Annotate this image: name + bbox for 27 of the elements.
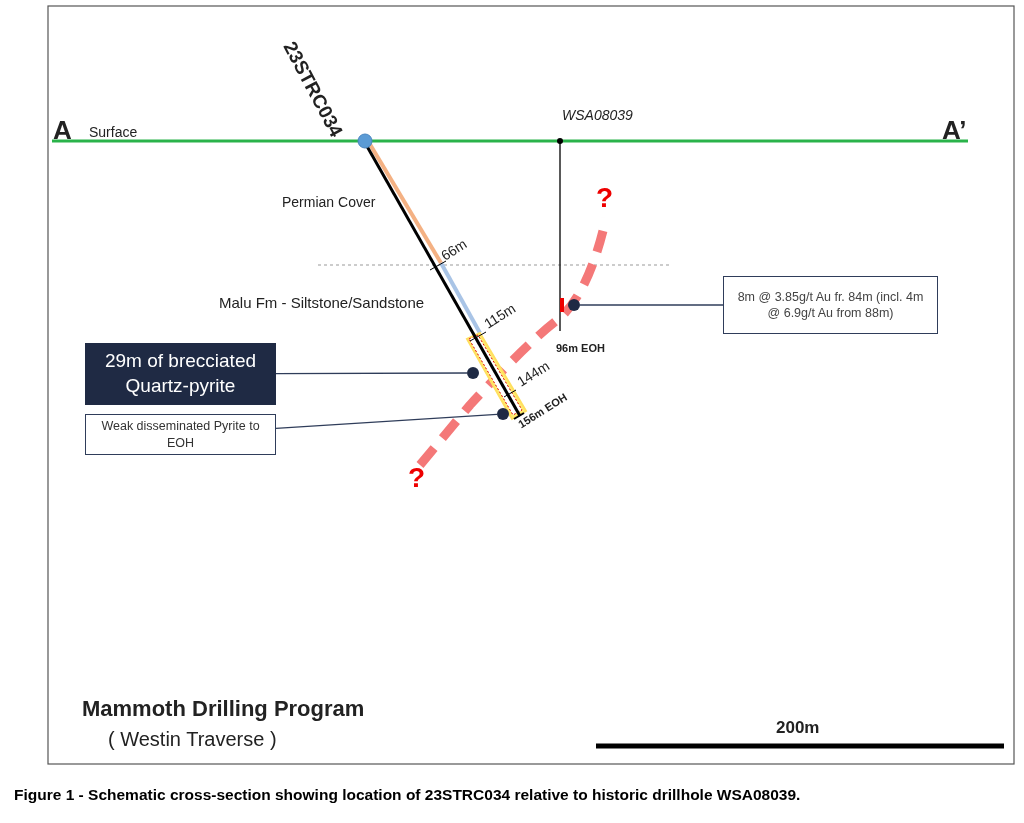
scale-label: 200m (776, 718, 820, 738)
traverse-subtitle: ( Westin Traverse ) (108, 728, 277, 751)
depth-label: 144m (514, 357, 553, 390)
callout-text: 8m @ 3.85g/t Au fr. 84m (incl. 4m @ 6.9g/t Au from 88m) (736, 288, 925, 322)
figure-caption: Figure 1 - Schematic cross-section showing location of 23STRC034 relative to historic drillhole WSA08039. (14, 786, 801, 804)
question-mark: ? (408, 462, 426, 494)
callout-box (723, 276, 938, 334)
section-end-label: A (53, 115, 72, 146)
callout-box (85, 343, 276, 405)
drillhole-label: WSA08039 (562, 107, 633, 123)
callout-box (85, 414, 276, 455)
question-mark: ? (596, 182, 614, 214)
leader-line (579, 304, 724, 306)
eoh-label: 96m EOH (556, 342, 605, 354)
target-dot (497, 408, 509, 420)
section-end-label: A’ (942, 115, 967, 146)
callout-text: Weak disseminated Pyrite to EOH (100, 418, 261, 451)
depth-label: 66m (438, 235, 470, 264)
leader-line (275, 372, 468, 375)
leader-line (275, 413, 498, 430)
program-title: Mammoth Drilling Program (82, 696, 365, 722)
unit-label: Permian Cover (282, 194, 376, 210)
surface-label: Surface (89, 124, 138, 140)
depth-label: 115m (481, 300, 519, 332)
callout-text: 29m of brecciated Quartz-pyrite (104, 349, 257, 398)
target-dot (467, 367, 479, 379)
unit-label: Malu Fm - Siltstone/Sandstone (219, 294, 425, 311)
